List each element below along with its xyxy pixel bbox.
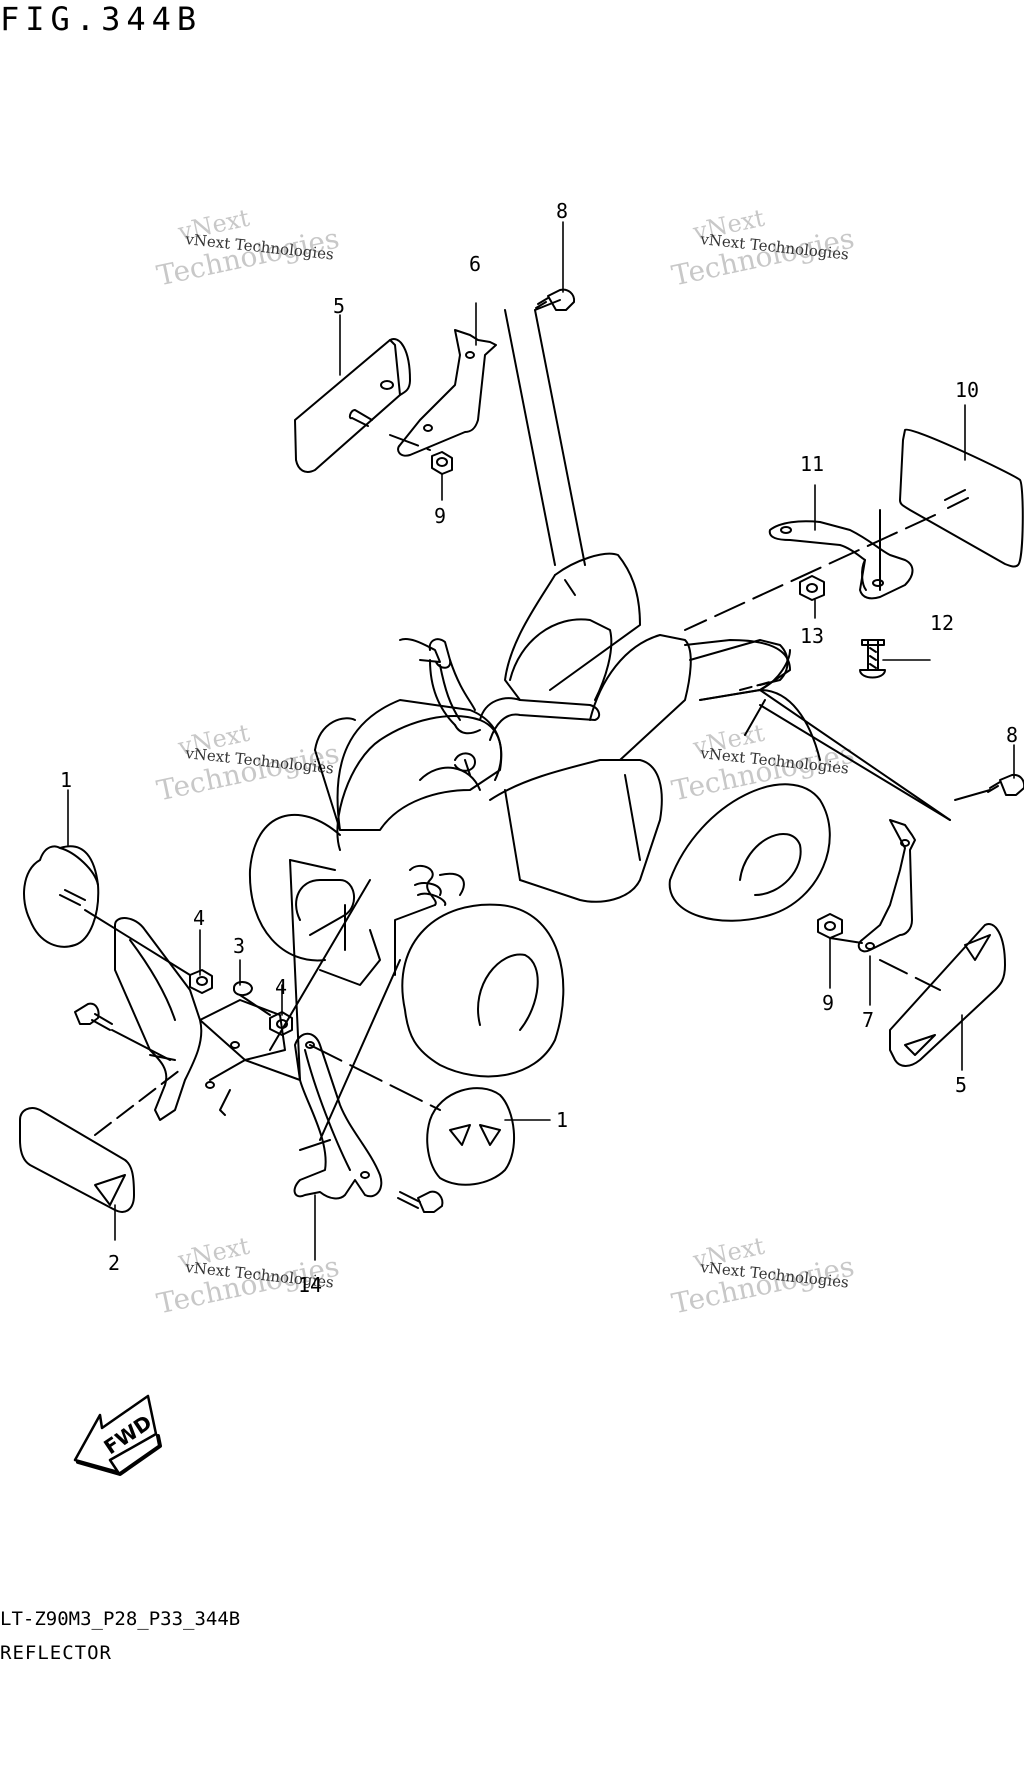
atv-outline	[248, 618, 831, 1078]
reflector-10-stud	[944, 489, 969, 509]
rear-left-reflector-assembly	[294, 288, 641, 701]
reflector-5-stud	[348, 409, 373, 427]
side-panel	[489, 759, 663, 903]
callout-leaders	[67, 221, 1015, 1261]
fwd-arrow: FWD	[73, 1394, 162, 1476]
bracket-11	[768, 520, 914, 600]
callout-5-upper: 5	[333, 294, 345, 318]
ignition-switch	[454, 752, 476, 772]
callout-8-right: 8	[1006, 723, 1018, 747]
bolt-8-right	[999, 773, 1024, 796]
callout-13: 13	[800, 624, 824, 648]
callout-6: 6	[469, 252, 481, 276]
rear-fender	[699, 689, 821, 761]
reflector-5-right-pattern	[904, 934, 991, 1056]
nut-9-right	[817, 913, 843, 939]
front-bracket-plate	[199, 999, 286, 1061]
front-cowl	[336, 715, 503, 851]
front-right-hub	[477, 953, 539, 1031]
front-left-wheel	[248, 813, 341, 962]
figure-title: FIG.344B	[0, 0, 203, 38]
callout-2: 2	[108, 1251, 120, 1275]
dashed-line-5	[389, 434, 431, 451]
callout-5-right: 5	[955, 1073, 967, 1097]
front-shock-spring	[409, 864, 447, 906]
seat-top	[504, 574, 556, 701]
rear-right-wheel	[668, 783, 831, 922]
right-side-reflector-assembly	[817, 773, 1024, 1067]
nut-4-left	[189, 969, 213, 994]
front-bracket-left	[114, 917, 203, 1121]
reflector-5-upper	[294, 338, 411, 473]
front-bumper	[295, 879, 355, 936]
rear-right-hub	[739, 833, 802, 896]
seat	[589, 634, 692, 761]
callout-12: 12	[930, 611, 954, 635]
rear-right-reflector-assembly	[684, 428, 1024, 821]
reflector-10	[899, 428, 1024, 568]
fuel-tank	[509, 618, 613, 701]
callout-11: 11	[800, 452, 824, 476]
screw-12	[861, 639, 885, 671]
reflector-2	[19, 1107, 135, 1213]
bracket-7	[857, 819, 916, 953]
control-cables	[429, 659, 476, 726]
bolt-left	[74, 1002, 100, 1025]
bolt-right	[417, 1190, 444, 1213]
callout-9-upper: 9	[434, 504, 446, 528]
washer-3	[233, 981, 253, 996]
reflector-1-stud	[59, 889, 86, 906]
diagram-name: REFLECTOR	[0, 1642, 112, 1664]
reflector-1-right-pattern	[449, 1124, 501, 1146]
seat-back-panel	[549, 552, 641, 691]
nut-9-upper	[431, 451, 453, 475]
front-fender	[336, 699, 503, 831]
handlebar	[479, 697, 601, 741]
callout-4-left: 4	[193, 906, 205, 930]
rear-mount-pole	[504, 309, 586, 566]
callout-1-right: 1	[556, 1108, 568, 1132]
callout-9-right: 9	[822, 991, 834, 1015]
diagram-code: LT-Z90M3_P28_P33_344B	[0, 1608, 241, 1630]
callout-numbers: 5 6 8 9 10 11 13 12 8 9 7 5 1 4 3 4 1 2 …	[60, 199, 1018, 1297]
reflector-5-right	[889, 923, 1006, 1067]
rear-panel	[689, 639, 789, 686]
left-grip	[428, 638, 452, 669]
fwd-arrow-shape	[73, 1394, 158, 1474]
callout-7: 7	[862, 1008, 874, 1032]
callout-10: 10	[955, 378, 979, 402]
reflector-1-right	[426, 1087, 516, 1186]
callout-3: 3	[233, 934, 245, 958]
callout-8-upper: 8	[556, 199, 568, 223]
callout-14: 14	[298, 1273, 322, 1297]
nut-13	[799, 575, 825, 601]
reflector-2-pattern	[94, 1174, 126, 1206]
dashed-line-10	[684, 514, 936, 631]
bracket-14	[293, 1032, 383, 1200]
callout-4-right: 4	[275, 975, 287, 999]
front-right-wheel	[401, 903, 565, 1078]
front-reflector-assembly	[19, 845, 516, 1213]
bracket-6	[397, 329, 497, 457]
throttle-lever	[399, 638, 441, 663]
callout-1-left: 1	[60, 768, 72, 792]
bolt-8-upper	[547, 288, 576, 311]
